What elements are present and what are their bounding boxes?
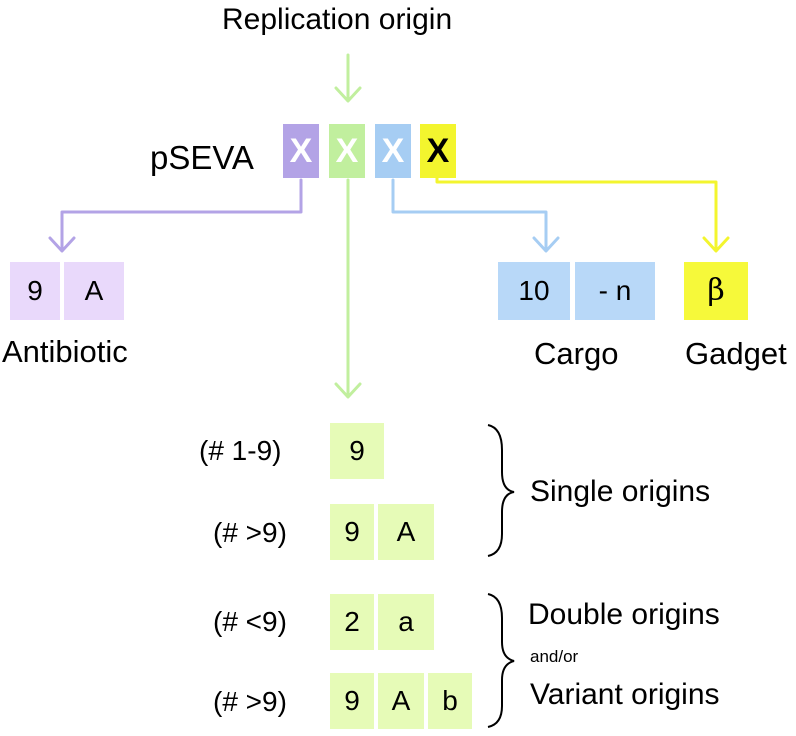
cargo-cell-suffix: - n (575, 262, 655, 320)
cargo-label: Cargo (534, 336, 619, 371)
double-origins-label: Double origins (528, 598, 720, 631)
origin-row-label: (# >9) (213, 686, 287, 717)
origin-row-label: (# >9) (213, 517, 287, 548)
gadget-connector (435, 176, 730, 253)
x-box-cargo: X (375, 124, 411, 178)
x-box-gadget: X (420, 124, 456, 178)
replication-origin-label: Replication origin (222, 3, 453, 36)
gadget-cell: β (684, 262, 748, 320)
origin-cell: 9 (330, 504, 374, 560)
gadget-label: Gadget (685, 336, 787, 371)
origin-cell: A (378, 504, 434, 560)
double-origins-brace (487, 593, 515, 728)
origin-row-label: (# 1-9) (199, 435, 282, 466)
origin-row-label: (# <9) (213, 606, 287, 637)
antibiotic-connector (48, 178, 303, 253)
origin-cell: A (378, 673, 424, 729)
antibiotic-cell-letter: A (64, 262, 124, 320)
origin-cell: 2 (330, 594, 374, 650)
origin-cell: a (378, 594, 434, 650)
single-origins-label: Single origins (530, 475, 711, 508)
variant-origins-label: Variant origins (530, 678, 720, 711)
replication-origin-arrow (334, 53, 362, 103)
single-origins-brace (487, 424, 515, 557)
origin-cell: 9 (330, 423, 384, 479)
and-or-label: and/or (530, 647, 579, 666)
pseva-prefix: pSEVA (150, 139, 254, 176)
x-box-antibiotic: X (283, 124, 319, 178)
origin-connector (334, 178, 362, 399)
origin-cell: 9 (330, 673, 374, 729)
antibiotic-label: Antibiotic (2, 334, 128, 369)
cargo-cell-number: 10 (498, 262, 570, 320)
x-box-origin: X (329, 124, 365, 178)
cargo-connector (391, 178, 560, 253)
origin-cell: b (428, 673, 472, 729)
antibiotic-cell-number: 9 (10, 262, 60, 320)
